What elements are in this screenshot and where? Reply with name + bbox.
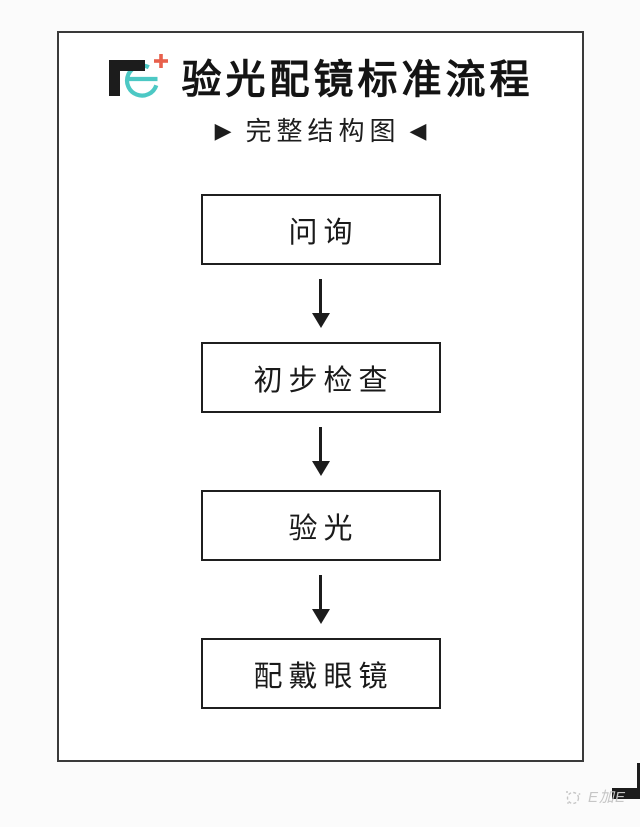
flow-step-optometry: 验光 (200, 490, 441, 561)
watermark: E加E (564, 786, 626, 807)
corner-mark-top-left (109, 60, 145, 96)
flow-step-wear-glasses: 配戴眼镜 (200, 638, 441, 709)
page-title: 验光配镜标准流程 (181, 58, 534, 102)
flow-step-inquiry: 问询 (200, 194, 441, 265)
subtitle: ▶ 完整结构图 ◀ (59, 111, 582, 148)
watermark-text: E加E (587, 789, 626, 806)
diagram-card: 验光配镜标准流程 ▶ 完整结构图 ◀ 问询 初步检查 验光 (57, 31, 640, 799)
flow-arrow-down-icon (311, 561, 330, 638)
triangle-right-icon: ▶ (214, 118, 232, 143)
flow-arrow-down-icon (311, 413, 330, 490)
corner-mark-bottom-right (612, 763, 640, 799)
header: 验光配镜标准流程 (59, 51, 582, 109)
flow-step-label: 验光 (288, 512, 359, 545)
triangle-left-icon: ◀ (409, 118, 427, 143)
subtitle-text: 完整结构图 (245, 116, 401, 146)
flow-arrow-down-icon (311, 265, 330, 342)
flowchart: 问询 初步检查 验光 配戴眼镜 (59, 194, 582, 709)
flow-step-label: 配戴眼镜 (253, 660, 394, 693)
flow-step-preliminary-check: 初步检查 (200, 342, 441, 413)
flow-step-label: 问询 (288, 216, 359, 249)
flow-step-label: 初步检查 (253, 364, 394, 397)
watermark-logo-icon (565, 790, 581, 804)
